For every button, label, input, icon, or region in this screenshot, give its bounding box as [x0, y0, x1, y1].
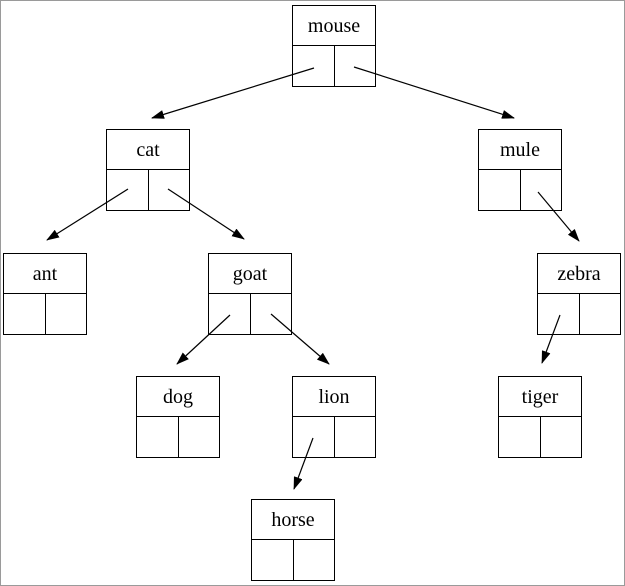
tree-node-zebra: zebra [537, 253, 621, 335]
tree-node-ant: ant [3, 253, 87, 335]
tree-node-tiger: tiger [498, 376, 582, 458]
right-pointer-cell [149, 170, 190, 210]
node-label: ant [4, 254, 86, 294]
node-pointer-cells [538, 294, 620, 334]
left-pointer-cell [479, 170, 521, 210]
left-pointer-cell [4, 294, 46, 334]
node-label: goat [209, 254, 291, 294]
right-pointer-cell [179, 417, 220, 457]
node-pointer-cells [107, 170, 189, 210]
tree-node-horse: horse [251, 499, 335, 581]
left-pointer-cell [293, 417, 335, 457]
right-pointer-cell [521, 170, 562, 210]
node-label: lion [293, 377, 375, 417]
tree-node-goat: goat [208, 253, 292, 335]
node-pointer-cells [252, 540, 334, 580]
left-pointer-cell [209, 294, 251, 334]
left-pointer-cell [137, 417, 179, 457]
right-pointer-cell [251, 294, 292, 334]
left-pointer-cell [538, 294, 580, 334]
node-pointer-cells [479, 170, 561, 210]
node-pointer-cells [293, 46, 375, 86]
node-pointer-cells [4, 294, 86, 334]
right-pointer-cell [335, 417, 376, 457]
node-label: mule [479, 130, 561, 170]
node-label: horse [252, 500, 334, 540]
node-pointer-cells [137, 417, 219, 457]
right-pointer-cell [46, 294, 87, 334]
tree-node-cat: cat [106, 129, 190, 211]
tree-node-mule: mule [478, 129, 562, 211]
right-pointer-cell [541, 417, 582, 457]
node-pointer-cells [293, 417, 375, 457]
right-pointer-cell [580, 294, 621, 334]
left-pointer-cell [107, 170, 149, 210]
node-label: tiger [499, 377, 581, 417]
node-label: cat [107, 130, 189, 170]
node-label: dog [137, 377, 219, 417]
left-pointer-cell [499, 417, 541, 457]
node-label: zebra [538, 254, 620, 294]
edge-mouse-right-to-mule [353, 66, 515, 119]
tree-node-lion: lion [292, 376, 376, 458]
tree-node-dog: dog [136, 376, 220, 458]
left-pointer-cell [293, 46, 335, 86]
right-pointer-cell [294, 540, 335, 580]
edge-mouse-left-to-cat [151, 67, 315, 119]
right-pointer-cell [335, 46, 376, 86]
node-label: mouse [293, 6, 375, 46]
node-pointer-cells [499, 417, 581, 457]
tree-node-mouse: mouse [292, 5, 376, 87]
left-pointer-cell [252, 540, 294, 580]
node-pointer-cells [209, 294, 291, 334]
